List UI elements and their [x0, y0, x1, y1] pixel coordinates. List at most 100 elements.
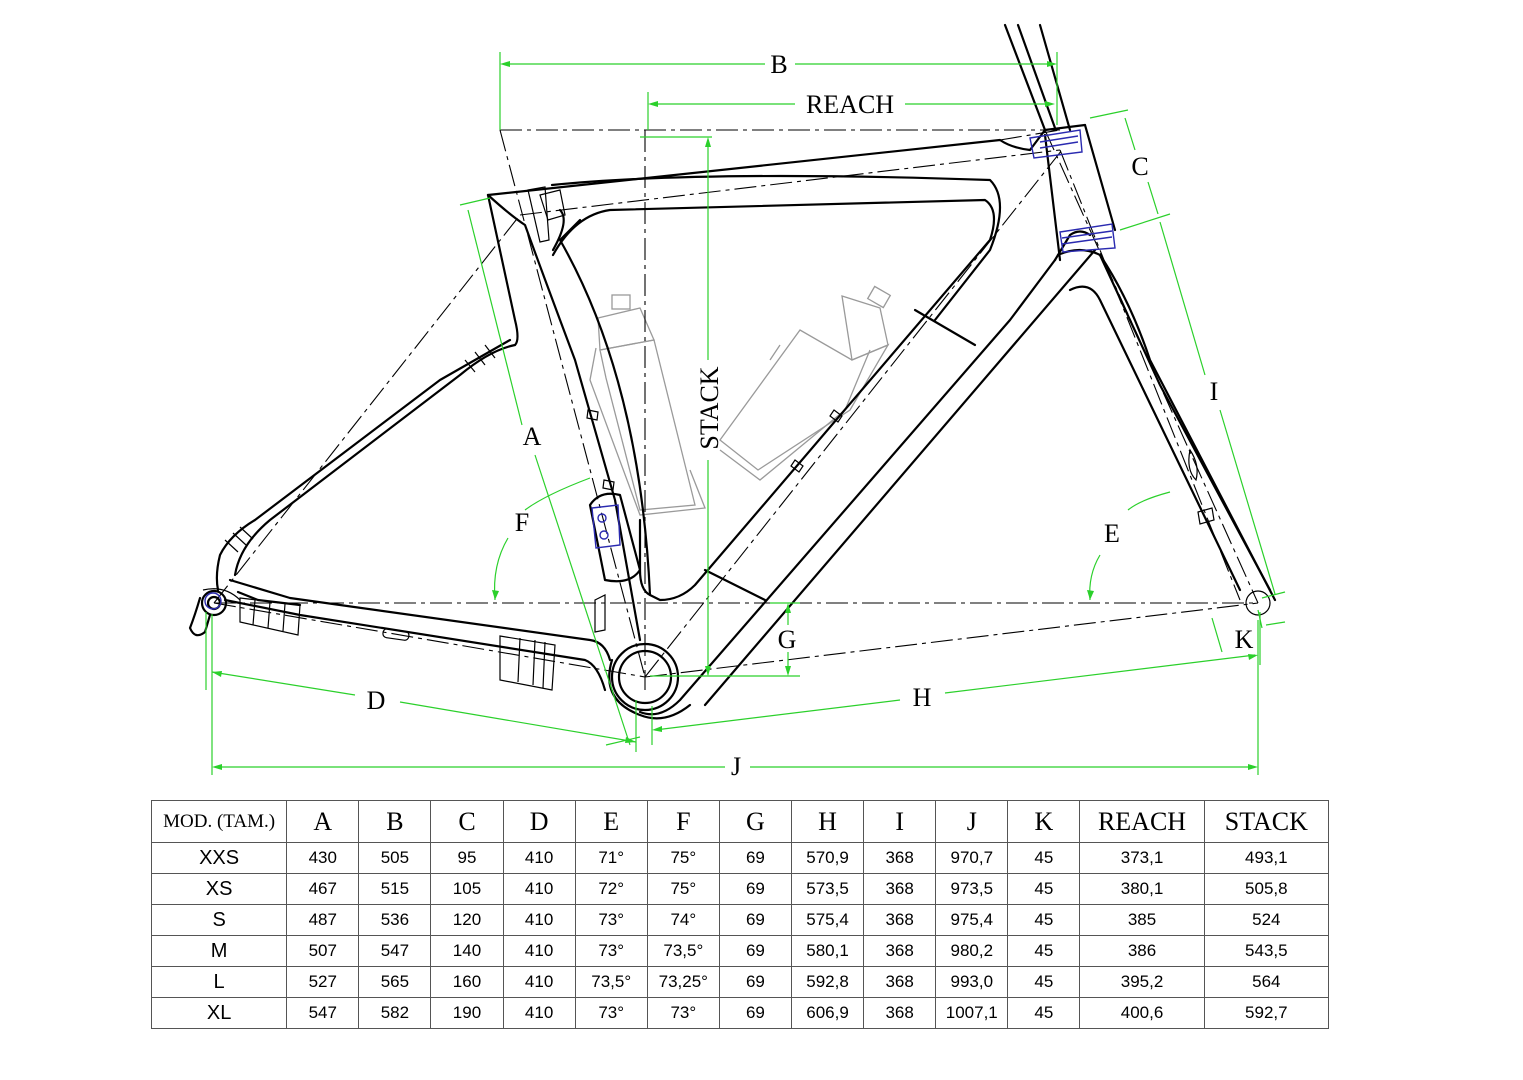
- table-cell: 467: [286, 873, 360, 905]
- centerlines: [213, 129, 1259, 690]
- label-b: B: [770, 50, 787, 79]
- table-cell: 410: [502, 904, 576, 936]
- table-cell: 73,5°: [646, 935, 720, 967]
- table-cell: 430: [286, 842, 360, 874]
- table-cell: 105: [430, 873, 504, 905]
- label-k: K: [1235, 625, 1254, 654]
- table-cell: 573,5: [790, 873, 865, 905]
- table-cell: 373,1: [1079, 842, 1205, 874]
- label-reach: REACH: [806, 90, 894, 119]
- table-cell: 72°: [574, 873, 648, 905]
- label-g: G: [778, 625, 797, 654]
- table-cell: 73°: [574, 997, 648, 1029]
- table-cell: 410: [502, 997, 576, 1029]
- table-cell: 368: [863, 966, 937, 998]
- header-cell: D: [502, 800, 576, 843]
- table-cell: 73°: [646, 997, 720, 1029]
- table-cell: 410: [502, 842, 576, 874]
- table-cell: L: [150, 966, 288, 998]
- table-cell: 45: [1007, 904, 1081, 936]
- header-cell: H: [790, 800, 865, 843]
- table-cell: 45: [1007, 842, 1081, 874]
- table-cell: 980,2: [935, 935, 1009, 967]
- table-cell: 565: [358, 966, 432, 998]
- table-cell: 386: [1079, 935, 1205, 967]
- header-cell: C: [430, 800, 504, 843]
- table-cell: 487: [286, 904, 360, 936]
- table-cell: 592,8: [790, 966, 865, 998]
- table-cell: 547: [358, 935, 432, 967]
- table-cell: 73°: [574, 935, 648, 967]
- dimension-labels: B REACH STACK C I A F E G K D H J: [367, 50, 1254, 781]
- table-cell: 368: [863, 904, 937, 936]
- label-e: E: [1104, 519, 1120, 548]
- table-cell: 120: [430, 904, 504, 936]
- header-cell: K: [1007, 800, 1081, 843]
- header-cell: J: [935, 800, 1009, 843]
- header-cell: STACK: [1203, 800, 1330, 843]
- label-a: A: [523, 422, 542, 451]
- table-cell: 400,6: [1079, 997, 1205, 1029]
- table-cell: 410: [502, 935, 576, 967]
- table-cell: 975,4: [935, 904, 1009, 936]
- table-cell: 69: [718, 997, 792, 1029]
- table-cell: M: [150, 935, 288, 967]
- table-cell: 582: [358, 997, 432, 1029]
- table-cell: 368: [863, 842, 937, 874]
- table-cell: 73,5°: [574, 966, 648, 998]
- table-cell: 69: [718, 904, 792, 936]
- table-cell: 395,2: [1079, 966, 1205, 998]
- table-row: XS 467 515 105 410 72° 75° 69 573,5 368 …: [150, 873, 1330, 905]
- table-cell: 69: [718, 873, 792, 905]
- table-row: XXS 430 505 95 410 71° 75° 69 570,9 368 …: [150, 842, 1330, 874]
- table-cell: 45: [1007, 997, 1081, 1029]
- table-cell: 570,9: [790, 842, 865, 874]
- table-cell: 75°: [646, 842, 720, 874]
- table-cell: 493,1: [1203, 842, 1330, 874]
- table-cell: 564: [1203, 966, 1330, 998]
- table-cell: 45: [1007, 935, 1081, 967]
- table-cell: 69: [718, 935, 792, 967]
- table-cell: 1007,1: [935, 997, 1009, 1029]
- label-i: I: [1210, 377, 1219, 406]
- label-f: F: [515, 508, 529, 537]
- frame-geometry-drawing: B REACH STACK C I A F E G K D H J: [188, 23, 1286, 781]
- table-cell: 527: [286, 966, 360, 998]
- table-cell: XS: [150, 873, 288, 905]
- header-cell: F: [646, 800, 720, 843]
- table-cell: 160: [430, 966, 504, 998]
- table-cell: 69: [718, 966, 792, 998]
- header-cell: I: [863, 800, 937, 843]
- header-cell: B: [358, 800, 432, 843]
- label-h: H: [913, 683, 932, 712]
- header-cell: REACH: [1079, 800, 1205, 843]
- table-cell: 592,7: [1203, 997, 1330, 1029]
- table-cell: 547: [286, 997, 360, 1029]
- table-cell: 505,8: [1203, 873, 1330, 905]
- table-cell: 606,9: [790, 997, 865, 1029]
- table-cell: 95: [430, 842, 504, 874]
- table-cell: 380,1: [1079, 873, 1205, 905]
- table-cell: 190: [430, 997, 504, 1029]
- table-cell: 75°: [646, 873, 720, 905]
- table-cell: 71°: [574, 842, 648, 874]
- table-cell: 993,0: [935, 966, 1009, 998]
- table-cell: 536: [358, 904, 432, 936]
- frame-outline: [188, 23, 1277, 720]
- table-cell: 507: [286, 935, 360, 967]
- header-cell: G: [718, 800, 792, 843]
- label-c: C: [1131, 152, 1148, 181]
- table-cell: 74°: [646, 904, 720, 936]
- table-cell: 410: [502, 966, 576, 998]
- table-cell: 575,4: [790, 904, 865, 936]
- table-row: M 507 547 140 410 73° 73,5° 69 580,1 368…: [150, 935, 1330, 967]
- table-cell: 543,5: [1203, 935, 1330, 967]
- table-cell: 368: [863, 997, 937, 1029]
- table-cell: 505: [358, 842, 432, 874]
- table-cell: 45: [1007, 873, 1081, 905]
- label-j: J: [731, 752, 741, 781]
- header-cell: E: [574, 800, 648, 843]
- label-d: D: [367, 686, 386, 715]
- table-cell: 515: [358, 873, 432, 905]
- dimension-lines: [205, 52, 1286, 775]
